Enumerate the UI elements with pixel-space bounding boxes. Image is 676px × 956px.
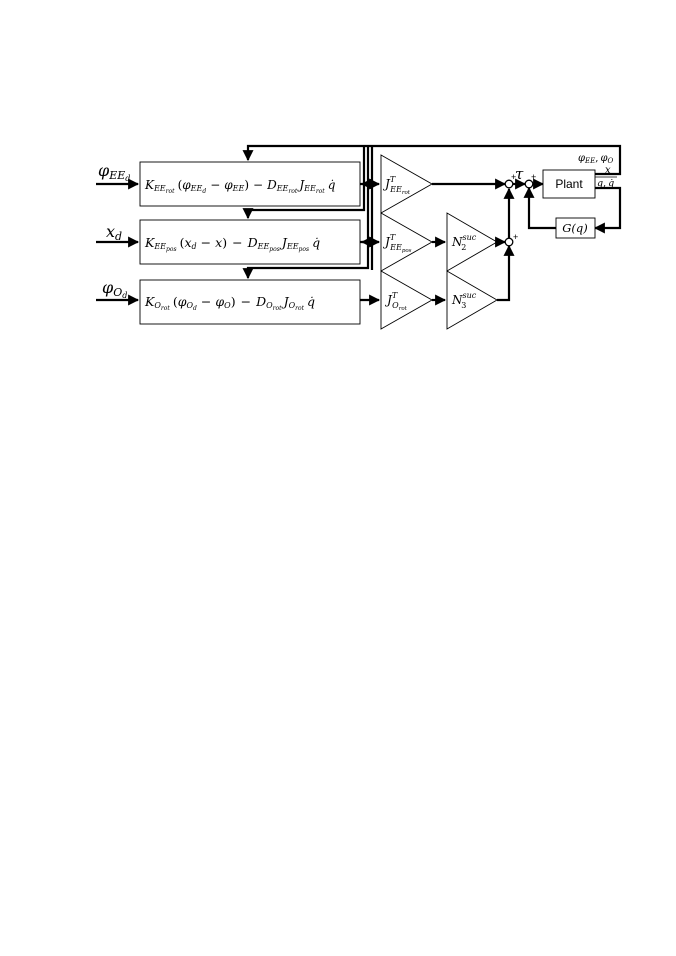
gain-triangle-n3	[446, 270, 498, 330]
output-label-x: x	[605, 165, 611, 176]
gravity-label: G(q)	[562, 221, 588, 235]
controller-block-o-rot	[139, 279, 361, 325]
feedback-label-phi: φEE,φO	[578, 153, 613, 165]
gain-triangle-jt-ee-pos	[380, 212, 433, 272]
gravity-block	[555, 217, 596, 239]
sum-junction-1	[504, 179, 514, 189]
torque-label: τ	[515, 165, 524, 183]
gain-triangle-n2	[446, 212, 498, 272]
feedback-line-to-ee-pos	[242, 146, 366, 220]
output-label-q-qdot: q,q̇	[597, 178, 614, 189]
feedback-line-top	[242, 144, 622, 176]
feedback-line-to-o-rot	[242, 146, 370, 280]
plant-block	[542, 169, 596, 199]
arrow-n3-to-sum2	[497, 244, 515, 302]
plus-sign-sum1: +	[511, 172, 516, 182]
gravity-to-sum-line	[523, 186, 556, 230]
plus-sign-sum2: +	[513, 232, 518, 242]
input-label-x-d: xd	[106, 222, 122, 243]
sum-junction-3	[524, 179, 534, 189]
sum-junction-2	[504, 237, 514, 247]
input-label-phi-o-d: φOd	[102, 278, 127, 300]
gain-triangle-jt-o-rot	[380, 270, 433, 330]
controller-block-ee-pos	[139, 219, 361, 265]
q-feedback-to-gravity	[593, 186, 622, 234]
gain-triangle-jt-ee-rot	[380, 154, 433, 214]
input-label-phi-ee-d: φEEd	[98, 161, 130, 183]
plus-sign-sum3: +	[531, 172, 536, 182]
plant-label: Plant	[555, 177, 583, 191]
